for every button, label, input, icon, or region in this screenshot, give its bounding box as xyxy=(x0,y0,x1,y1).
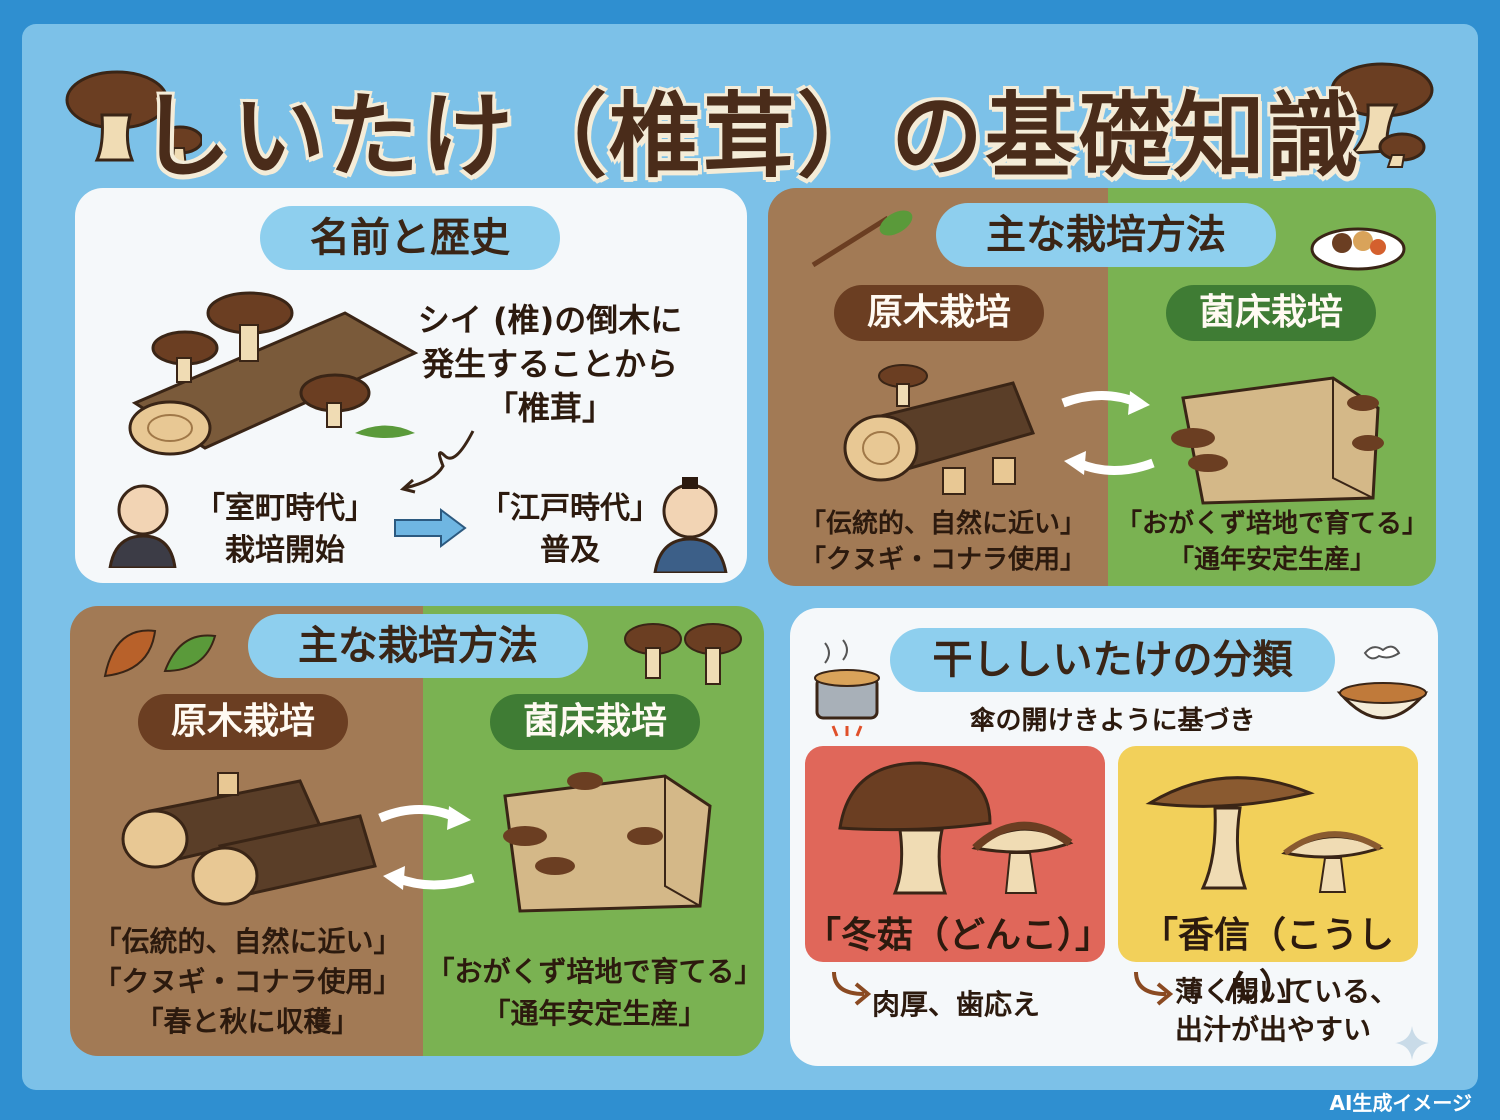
origin-line: 「椎茸」 xyxy=(485,389,614,427)
desc-line: 「クヌギ・コナラ使用」 xyxy=(799,545,1086,575)
desc-line: 「伝統的、自然に近い」 xyxy=(799,509,1086,539)
donko-label: 「冬菇（どんこ）」 xyxy=(805,915,1112,956)
bed-cultivation-label: 菌床栽培 xyxy=(490,694,700,750)
log-cultivation-label: 原木栽培 xyxy=(834,285,1044,341)
donko-mushroom-illustration xyxy=(838,761,1074,895)
leaf-icon xyxy=(103,629,217,678)
origin-text: シイ (椎)の倒木に 発生することから 「椎茸」 xyxy=(405,298,695,430)
bowl-icon xyxy=(1336,645,1429,720)
logs-illustration xyxy=(121,772,377,906)
dried-heading: 干ししいたけの分類 xyxy=(890,628,1335,692)
bed-cultivation-desc: 「おがくず培地で育てる」 「通年安定生産」 xyxy=(425,951,764,1035)
donko-desc: 肉厚、歯応え xyxy=(872,988,1041,1021)
koshin-label: 「香信（こうしん）」 xyxy=(1141,915,1394,1008)
log-cultivation-desc: 「伝統的、自然に近い」 「クヌギ・コナラ使用」 「春と秋に収穫」 xyxy=(75,922,420,1042)
history-panel: 名前と歴史 シイ (椎)の倒木に 発生することから 「椎茸」 「室町時代」 栽培… xyxy=(75,188,747,583)
era-line: 栽培開始 xyxy=(225,533,345,568)
log-cultivation-desc: 「伝統的、自然に近い」 「クヌギ・コナラ使用」 xyxy=(778,506,1108,578)
dish-icon xyxy=(1310,227,1406,271)
era-line: 「江戸時代」 xyxy=(480,491,660,526)
cycle-arrows-icon xyxy=(378,805,475,890)
desc-line: 「クヌギ・コナラ使用」 xyxy=(93,965,402,998)
log-illustration xyxy=(843,364,1036,495)
cycle-arrows-icon xyxy=(1061,391,1155,475)
log-cultivation-label: 原木栽培 xyxy=(138,694,348,750)
bed-cultivation-desc: 「おがくず培地で育てる」 「通年安定生産」 xyxy=(1108,506,1436,578)
koshin-mushroom-illustration xyxy=(1145,776,1384,893)
mushroom-bed-illustration xyxy=(1171,376,1384,505)
mushroom-icon xyxy=(1330,62,1434,168)
desc-line: 「通年安定生産」 xyxy=(1167,545,1376,575)
ai-watermark: AI生成イメージ xyxy=(1329,1091,1472,1115)
desc-line: 出汁が出やすい xyxy=(1175,1013,1372,1046)
monk-avatar xyxy=(108,484,177,568)
edo-text: 「江戸時代」 普及 xyxy=(460,488,680,572)
branch-icon xyxy=(811,210,913,268)
edo-person-avatar xyxy=(653,477,728,573)
cultivation-heading: 主な栽培方法 xyxy=(248,614,588,678)
desc-line: 「おがくず培地で育てる」 xyxy=(426,955,763,988)
mushroom-bed-illustration xyxy=(503,772,712,913)
era-line: 普及 xyxy=(540,533,600,568)
log-illustration xyxy=(128,291,419,456)
muromachi-text: 「室町時代」 栽培開始 xyxy=(175,488,395,572)
dried-shiitake-panel: 干ししいたけの分類 傘の開けきように基づき 「冬菇（どんこ）」 「香信（こうしん… xyxy=(790,608,1438,1066)
curved-arrow-icon xyxy=(1134,971,1174,1006)
origin-line: 発生することから xyxy=(421,345,678,383)
mushroom-icon xyxy=(624,623,742,685)
curved-arrow-icon xyxy=(832,971,872,1006)
desc-line: 「伝統的、自然に近い」 xyxy=(93,925,402,958)
bed-cultivation-label: 菌床栽培 xyxy=(1166,285,1376,341)
cultivation-panel-bottom: 主な栽培方法 原木栽培 菌床栽培 「伝統的、自然に近い」 「クヌギ・コナラ使用」… xyxy=(70,606,764,1056)
curly-arrow-icon xyxy=(399,430,475,494)
era-line: 「室町時代」 xyxy=(195,491,375,526)
pot-icon xyxy=(814,639,880,737)
desc-line: 「おがくず培地で育てる」 xyxy=(1115,509,1428,539)
cultivation-panel-top: 主な栽培方法 原木栽培 菌床栽培 「伝統的、自然に近い」 「クヌギ・コナラ使用」… xyxy=(768,188,1436,586)
origin-line: シイ (椎)の倒木に xyxy=(417,301,683,339)
sparkle-icon xyxy=(1395,1026,1429,1060)
cultivation-heading: 主な栽培方法 xyxy=(936,203,1276,267)
mushroom-icon xyxy=(65,70,202,169)
history-heading: 名前と歴史 xyxy=(260,206,560,270)
page-title: しいたけ（椎茸）の基礎知識 xyxy=(138,83,1361,190)
koshin-desc: 薄く開いている、 出汁が出やすい xyxy=(1175,973,1415,1049)
desc-line: 「通年安定生産」 xyxy=(482,997,707,1030)
dried-subtitle: 傘の開けきように基づき xyxy=(969,706,1256,736)
desc-line: 「春と秋に収穫」 xyxy=(135,1005,360,1038)
arrow-right-icon xyxy=(394,508,467,548)
desc-line: 薄く開いている、 xyxy=(1175,975,1399,1008)
